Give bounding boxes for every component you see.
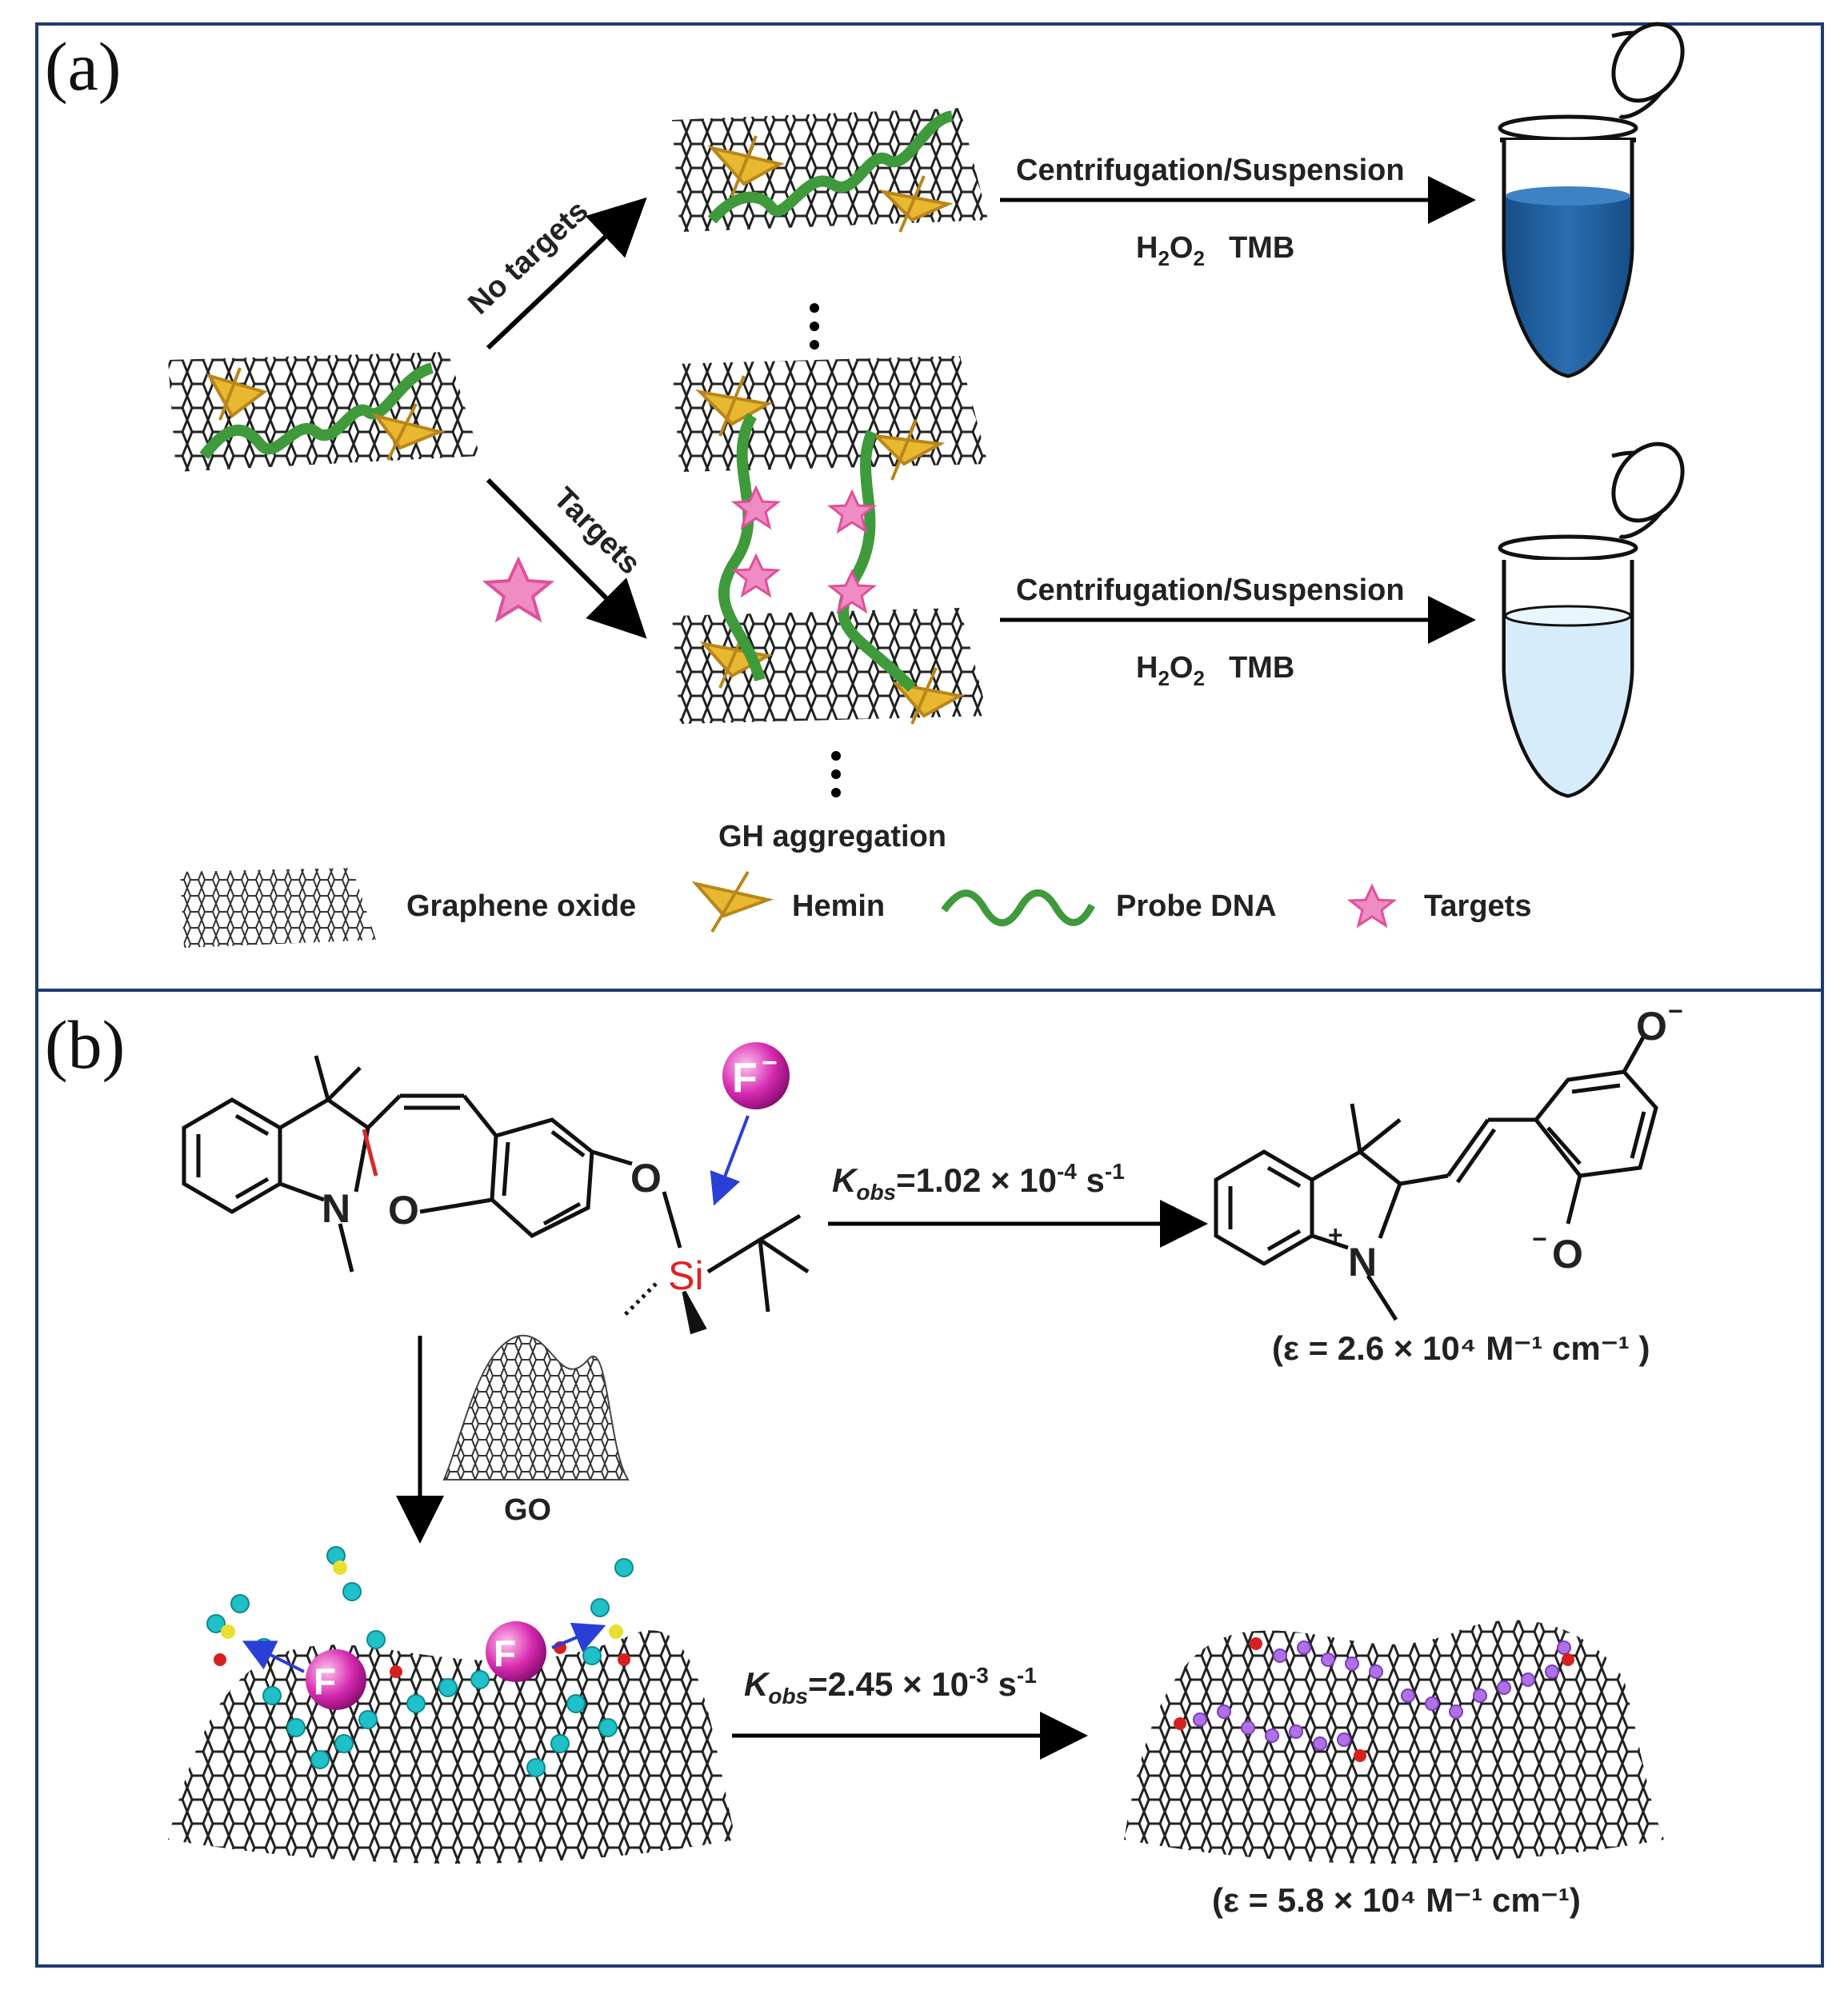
atom-o-ether: O [630, 1156, 662, 1201]
fluoride-label-left: F [314, 1660, 336, 1702]
rate-top: Kobs=1.02 × 10-4 s-1 [832, 1159, 1125, 1205]
label-targets: Targets [547, 482, 647, 581]
fluoride-ion-icon [486, 1621, 546, 1682]
panel-a-frame [35, 22, 1824, 992]
graphene-sheet-top [672, 108, 988, 233]
legend: Graphene oxide Hemin Probe DNA Targets [180, 868, 1531, 948]
arrow-fluoride-left [242, 1640, 305, 1673]
graphene-sheet-aggregated-upper [672, 356, 988, 481]
target-star-icon [482, 556, 555, 623]
probe-dna-strand [707, 110, 954, 224]
panel-b-frame [35, 992, 1824, 1968]
probe-molecules-cyan [206, 1546, 634, 1777]
legend-hemin-icon [691, 870, 774, 933]
arrow-fluoride-attack [710, 1115, 750, 1206]
hemin-icon [695, 375, 773, 437]
legend-targets-icon [1346, 883, 1398, 929]
probe-dna-bridges [718, 413, 916, 692]
hemin-icon [879, 175, 954, 233]
panel-b-label: (b) [45, 1006, 125, 1083]
legend-probe-label: Probe DNA [1116, 889, 1277, 923]
atom-si: Si [668, 1253, 703, 1298]
molecule-spiropyran [182, 1055, 810, 1335]
fluoride-ion-icon [306, 1649, 366, 1710]
tube-light-blue-icon [1498, 442, 1685, 798]
ellipsis-bottom [831, 751, 841, 797]
label-gh-aggregation: GH aggregation [718, 820, 946, 853]
atom-o-minus-top: O [1636, 1004, 1667, 1049]
rate-bottom: Kobs=2.45 × 10-3 s-1 [744, 1663, 1037, 1708]
fluoride-charge: − [762, 1048, 778, 1078]
hemin-icon [206, 367, 268, 421]
legend-graphene-label: Graphene oxide [406, 889, 636, 923]
graphene-sheet-start [168, 352, 480, 472]
arrow-targets [486, 478, 647, 639]
product-molecules-purple [1193, 1640, 1571, 1751]
go-with-probes: F F [168, 1546, 736, 1864]
epsilon-bottom: (ε = 5.8 × 10⁴ M⁻¹ cm⁻¹) [1212, 1881, 1581, 1919]
graphene-sheet-aggregated-lower [672, 608, 988, 725]
atom-n-plus: N [1348, 1240, 1377, 1285]
hemin-icon [871, 419, 946, 481]
hemin-icon [891, 667, 965, 725]
go-with-product [1124, 1620, 1664, 1864]
step-bottom-label: Centrifugation/Suspension [1016, 573, 1405, 607]
silicon-atoms [221, 1560, 623, 1639]
go-label: GO [504, 1493, 551, 1527]
oxygen-atoms [1174, 1637, 1574, 1762]
hemin-icon [707, 135, 785, 197]
fluoride-label-right: F [494, 1632, 516, 1674]
arrow-no-targets [486, 197, 647, 350]
epsilon-top: (ε = 2.6 × 10⁴ M⁻¹ cm⁻¹ ) [1272, 1329, 1650, 1367]
go-sheet-icon [442, 1334, 630, 1481]
fluoride-label: F [732, 1055, 758, 1101]
atom-plus-charge: + [1328, 1221, 1343, 1249]
atom-minus-bottom: − [1532, 1225, 1547, 1253]
legend-hemin-label: Hemin [792, 889, 885, 923]
spiro-bond-red [362, 1129, 378, 1177]
atom-o-minus-bottom: O [1552, 1232, 1583, 1277]
atom-o-ring: O [388, 1188, 419, 1233]
label-no-targets: No targets [462, 194, 594, 322]
panel-a-label: (a) [45, 28, 121, 105]
molecule-merocyanine [1214, 1034, 1658, 1321]
legend-graphene-icon [180, 868, 376, 948]
legend-targets-label: Targets [1424, 889, 1531, 923]
hemin-icon [372, 403, 446, 461]
tube-dark-blue-icon [1498, 22, 1685, 378]
probe-dna-strand [199, 362, 434, 460]
ellipsis-top [810, 303, 819, 350]
arrow-fluoride-right [551, 1622, 606, 1652]
atom-minus-top: − [1668, 997, 1683, 1025]
step-top-label: Centrifugation/Suspension [1016, 154, 1405, 187]
fluoride-ion-icon: F − [722, 1042, 790, 1109]
atom-n: N [322, 1186, 350, 1231]
target-stars-bridged [730, 485, 878, 614]
legend-probe-icon [941, 889, 1095, 927]
